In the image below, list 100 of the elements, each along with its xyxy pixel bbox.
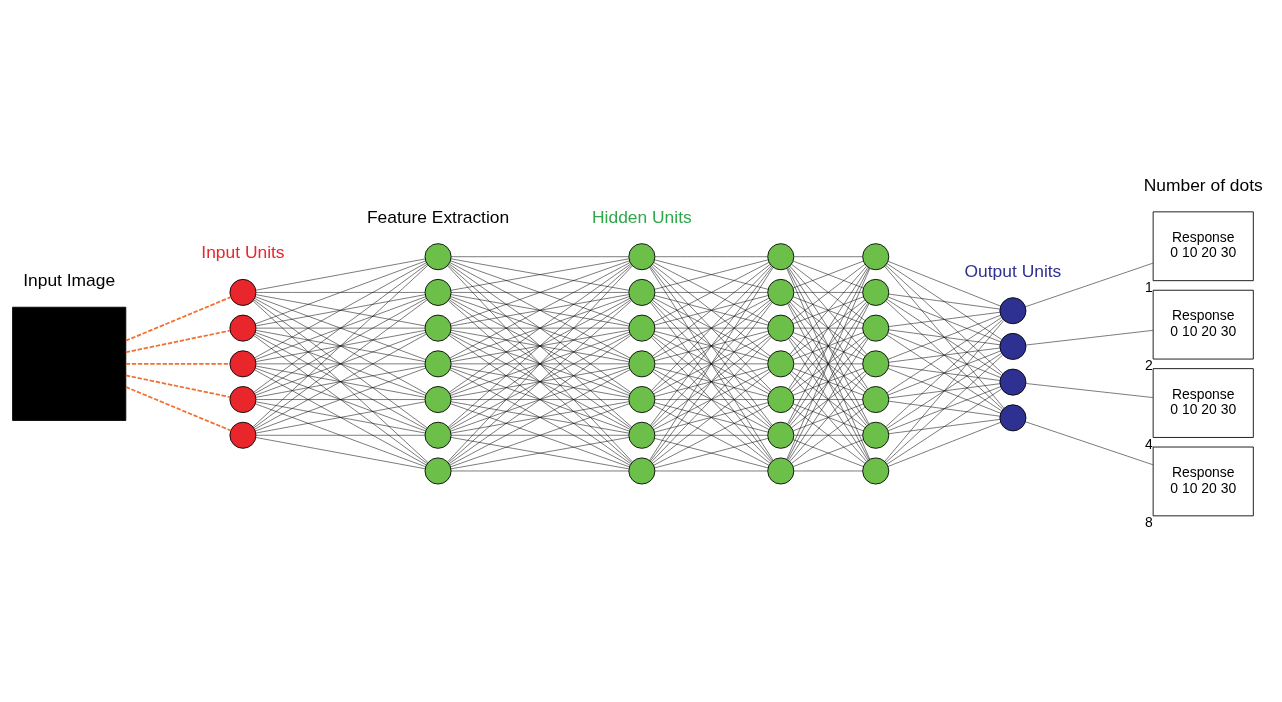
connector [448,264,632,428]
connector [887,315,1001,360]
connector [886,317,1002,393]
connector [255,363,426,365]
connector [255,294,426,327]
label: Input Units [201,242,285,263]
connector [794,435,863,436]
connector [652,264,771,357]
node-circle [767,421,795,449]
connector [447,265,633,463]
connector [651,337,772,462]
connector [788,338,869,461]
connector [791,299,866,357]
label: Input Image [23,270,116,291]
connector [450,401,630,434]
connector [793,260,864,289]
connector [255,258,426,291]
connector [450,437,630,470]
node-circle [628,386,656,414]
node-box: Response 0 10 20 30 [1152,289,1254,360]
connector [451,399,629,400]
connector [255,399,426,400]
connector [449,333,631,430]
connector [650,266,773,426]
connector [255,403,426,467]
connector [252,300,429,463]
connector [125,296,232,342]
connector [255,332,426,396]
node-circle [424,421,452,449]
connector [791,264,866,321]
node-circle [229,350,257,378]
connector [450,258,630,291]
connector [652,299,771,393]
node-circle [999,332,1027,360]
node-label: 1 [1144,278,1153,295]
node-circle [999,404,1027,432]
label: Output Units [964,260,1062,281]
connector [254,298,427,394]
connector [253,299,428,429]
connector [654,399,768,400]
connector [794,470,863,472]
node-circle [628,457,656,485]
node-label: 8 [1144,513,1153,530]
connector [1025,262,1154,307]
node-box [12,306,127,421]
connector [789,337,867,426]
node-circle [862,350,890,378]
connector [654,259,769,290]
connector [886,388,1002,465]
connector [448,263,631,393]
node-circle [767,314,795,342]
connector [885,265,1003,374]
connector [654,292,768,293]
node-circle [767,386,795,414]
node-circle [229,314,257,342]
connector [654,295,769,326]
connector [254,333,427,430]
connector [653,405,770,466]
connector [450,367,630,432]
connector [255,296,426,360]
node-label: 2 [1144,357,1153,374]
connector [451,363,629,365]
connector [654,470,768,472]
node-circle [628,243,656,271]
node-box: Response 0 10 20 30 [1152,211,1254,282]
connector [255,330,426,362]
node-circle [628,314,656,342]
connector [654,363,768,365]
connector [654,327,768,329]
node-circle [229,421,257,449]
connector [794,363,863,365]
connector [793,439,864,467]
connector [450,332,630,396]
node-circle [862,314,890,342]
connector [653,297,770,359]
connector [794,256,863,257]
connector [654,402,769,433]
node-box: Response 0 10 20 30 [1152,446,1254,517]
node-circle [229,386,257,414]
connector [125,329,231,354]
connector [653,333,770,395]
connector [1025,330,1153,346]
node-circle [862,421,890,449]
connector [451,470,629,472]
connector [887,422,1001,467]
node-circle [767,457,795,485]
node-circle [424,457,452,485]
connector [449,262,631,359]
connector [255,367,426,432]
node-circle [862,457,890,485]
connector [888,400,1001,417]
connector [887,261,1001,307]
connector [888,383,1001,399]
node-circle [424,278,452,306]
connector [793,368,864,396]
connector [652,335,771,428]
label: Number of dots [1143,174,1263,195]
connector [794,327,863,329]
node-circle [424,314,452,342]
connector [449,297,631,395]
